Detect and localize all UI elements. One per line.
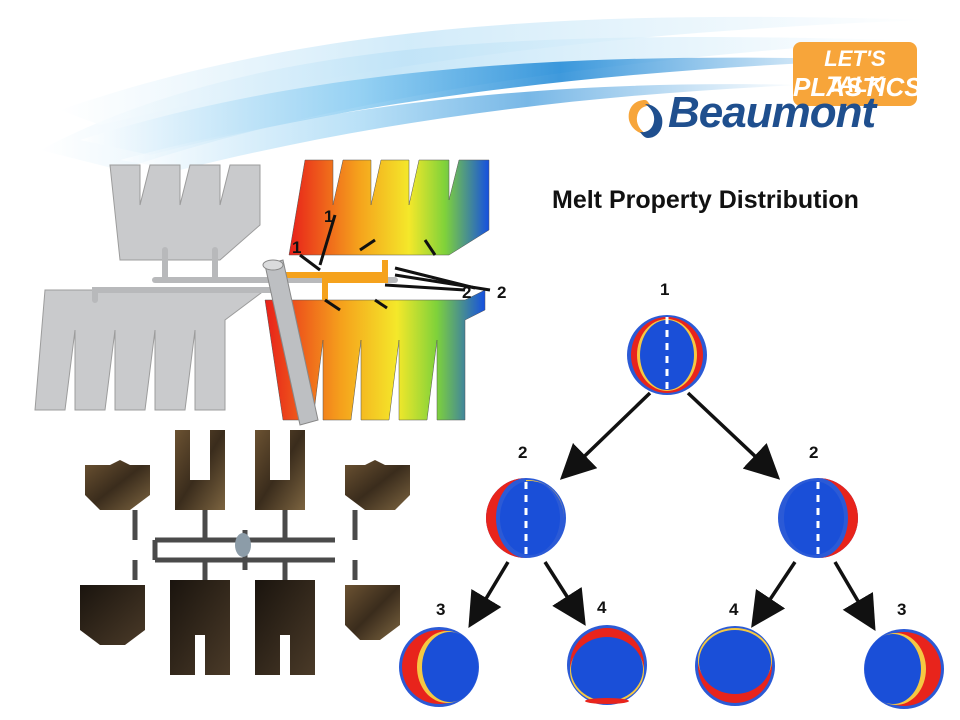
page-title: Melt Property Distribution <box>552 186 859 214</box>
melt-cross-section-level2-right <box>778 478 858 558</box>
melt-cross-section-level3-c <box>695 626 775 706</box>
mold-label-2-left: 2 <box>462 283 472 302</box>
header-swoosh <box>40 16 930 171</box>
melt-cross-section-level2-left <box>486 478 566 558</box>
tree-label-level3-c: 4 <box>729 600 739 619</box>
mold-flow-simulation-picture <box>34 159 491 426</box>
tree-label-level3-b: 4 <box>597 598 607 617</box>
badge-line-2: PLASTICS <box>793 72 922 102</box>
tree-label-level2-right: 2 <box>809 443 819 462</box>
melt-cross-section-level3-a <box>399 627 479 707</box>
beaumont-logo-text: Beaumont <box>668 88 876 137</box>
tree-label-root: 1 <box>660 280 670 299</box>
badge-line-1: LET'S TALK <box>824 46 886 97</box>
mold-label-1-lower: 1 <box>292 238 302 257</box>
tree-label-level3-d: 3 <box>897 600 907 619</box>
mold-label-1-upper: 1 <box>324 207 334 226</box>
tree-label-level3-a: 3 <box>436 600 446 619</box>
tree-label-level2-left: 2 <box>518 443 528 462</box>
lets-talk-plastics-badge: LET'S TALK PLASTICS <box>793 42 922 106</box>
melt-cross-section-root <box>627 315 707 395</box>
beaumont-swirl-icon <box>628 100 663 138</box>
melt-cross-section-level3-d <box>864 629 944 709</box>
mold-label-2-right: 2 <box>497 283 507 302</box>
molded-parts-photo <box>80 430 410 675</box>
melt-cross-section-level3-b <box>567 625 647 705</box>
